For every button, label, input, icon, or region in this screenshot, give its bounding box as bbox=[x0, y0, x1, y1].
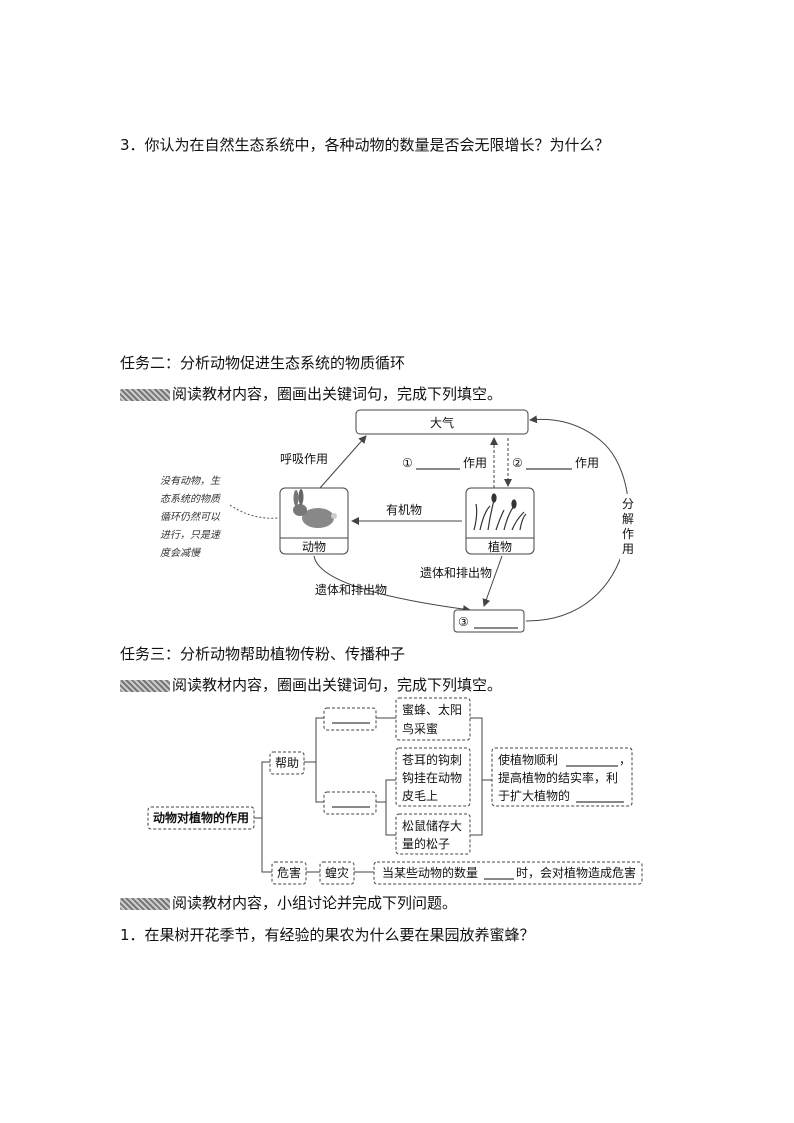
animal-label: 动物 bbox=[302, 540, 326, 554]
blank3-number: ③ bbox=[458, 615, 469, 629]
blank1-suffix: 作用 bbox=[463, 456, 487, 470]
example1-line2: 鸟采蜜 bbox=[402, 721, 438, 736]
svg-text:没有动物，生: 没有动物，生 bbox=[160, 475, 221, 487]
blank2-suffix: 作用 bbox=[575, 456, 599, 470]
grass-icon bbox=[473, 493, 527, 531]
handwritten-note: 没有动物，生 态系统的物质 循环仍然可以 进行，只是速 度会减慢 bbox=[160, 475, 222, 559]
atmosphere-label: 大气 bbox=[430, 415, 454, 430]
task3-concept-map: 动物对植物的作用 帮助 蜜蜂、太阳 鸟采蜜 苍耳的钩刺 钩挂在动物 皮毛上 松鼠… bbox=[147, 697, 643, 885]
result-line1: 使植物顺利 bbox=[498, 752, 558, 767]
task2-title: 任务二：分析动物促进生态系统的物质循环 bbox=[120, 354, 406, 372]
task3-question-1: 1．在果树开花季节，有经验的果农为什么要在果园放养蜜蜂？ bbox=[120, 926, 535, 944]
decompose-char-4: 用 bbox=[622, 542, 634, 556]
example3-line1: 松鼠储存大 bbox=[402, 818, 462, 833]
rabbit-icon bbox=[293, 489, 337, 528]
svg-text:度会减慢: 度会减慢 bbox=[160, 547, 201, 559]
respiration-label: 呼吸作用 bbox=[280, 452, 328, 466]
task3-instruction2: 阅读教材内容，小组讨论并完成下列问题。 bbox=[172, 894, 458, 912]
task3-instruction: 阅读教材内容，圈画出关键词句，完成下列填空。 bbox=[172, 676, 503, 694]
svg-text:循环仍然可以: 循环仍然可以 bbox=[160, 511, 221, 523]
svg-text:，: ， bbox=[619, 753, 631, 767]
svg-text:进行，只是速: 进行，只是速 bbox=[160, 529, 222, 541]
example2-line2: 钩挂在动物 bbox=[402, 771, 462, 785]
blank1-number: ① bbox=[402, 456, 413, 470]
root-label: 动物对植物的作用 bbox=[153, 810, 249, 825]
atmosphere-box bbox=[355, 409, 529, 435]
task2-instruction-row: 阅读教材内容，圈画出关键词句，完成下列填空。 bbox=[120, 383, 502, 404]
task2-instruction: 阅读教材内容，圈画出关键词句，完成下列填空。 bbox=[172, 385, 503, 403]
svg-text:态系统的物质: 态系统的物质 bbox=[160, 493, 222, 505]
task3-instruction2-row: 阅读教材内容，小组讨论并完成下列问题。 bbox=[120, 892, 457, 913]
task3-instruction-row: 阅读教材内容，圈画出关键词句，完成下列填空。 bbox=[120, 674, 502, 695]
harm-text-b: 时，会对植物造成危害 bbox=[516, 865, 636, 880]
section-tag-icon bbox=[120, 388, 170, 401]
question-3: 3．你认为在自然生态系统中，各种动物的数量是否会无限增长？为什么？ bbox=[120, 136, 610, 154]
organic-label: 有机物 bbox=[386, 503, 422, 517]
blank2-number: ② bbox=[512, 456, 523, 470]
decompose-char-1: 分 bbox=[622, 497, 634, 511]
plant-label: 植物 bbox=[488, 539, 512, 554]
task3-title: 任务三：分析动物帮助植物传粉、传播种子 bbox=[120, 645, 406, 663]
section-tag-icon bbox=[120, 679, 170, 692]
decompose-char-3: 作 bbox=[622, 527, 634, 541]
remains-right-label: 遗体和排出物 bbox=[420, 566, 492, 580]
decomposer-box bbox=[453, 609, 525, 633]
section-tag-icon bbox=[120, 897, 170, 910]
example2-line3: 皮毛上 bbox=[402, 789, 438, 803]
example1-line1: 蜜蜂、太阳 bbox=[402, 702, 462, 717]
harm-text-a: 当某些动物的数量 bbox=[382, 865, 478, 880]
example3-line2: 量的松子 bbox=[402, 836, 450, 851]
result-line2: 提高植物的结实率，利 bbox=[498, 770, 618, 785]
example2-line1: 苍耳的钩刺 bbox=[402, 752, 462, 767]
decompose-char-2: 解 bbox=[622, 512, 634, 526]
remains-left-label: 遗体和排出物 bbox=[315, 583, 387, 597]
locust-label: 蝗灾 bbox=[325, 865, 349, 880]
harm-label: 危害 bbox=[277, 865, 301, 880]
help-label: 帮助 bbox=[275, 756, 299, 770]
result-line3: 于扩大植物的 bbox=[498, 788, 570, 803]
